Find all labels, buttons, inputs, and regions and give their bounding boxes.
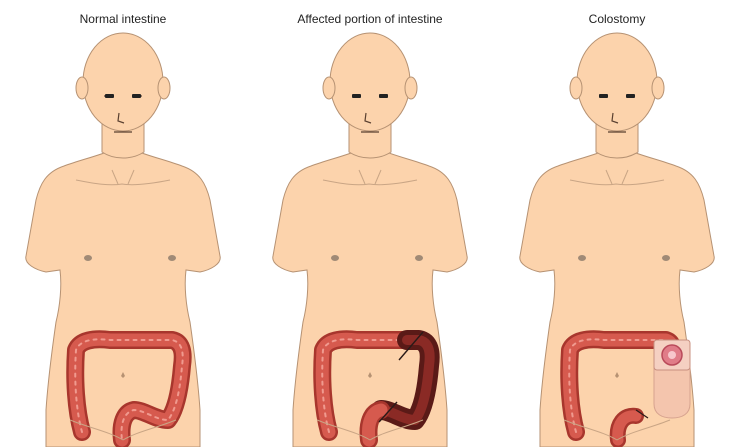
nipple-right <box>662 255 670 261</box>
stoma-bag <box>654 340 690 418</box>
body-silhouette <box>26 33 220 447</box>
nipple-left <box>331 255 339 261</box>
nipple-left <box>84 255 92 261</box>
nipple-right <box>168 255 176 261</box>
nipple-left <box>578 255 586 261</box>
panel-colostomy <box>520 33 714 447</box>
body-silhouette <box>273 33 467 447</box>
panel-affected <box>273 33 467 447</box>
panel-normal <box>26 33 220 447</box>
nipple-right <box>415 255 423 261</box>
